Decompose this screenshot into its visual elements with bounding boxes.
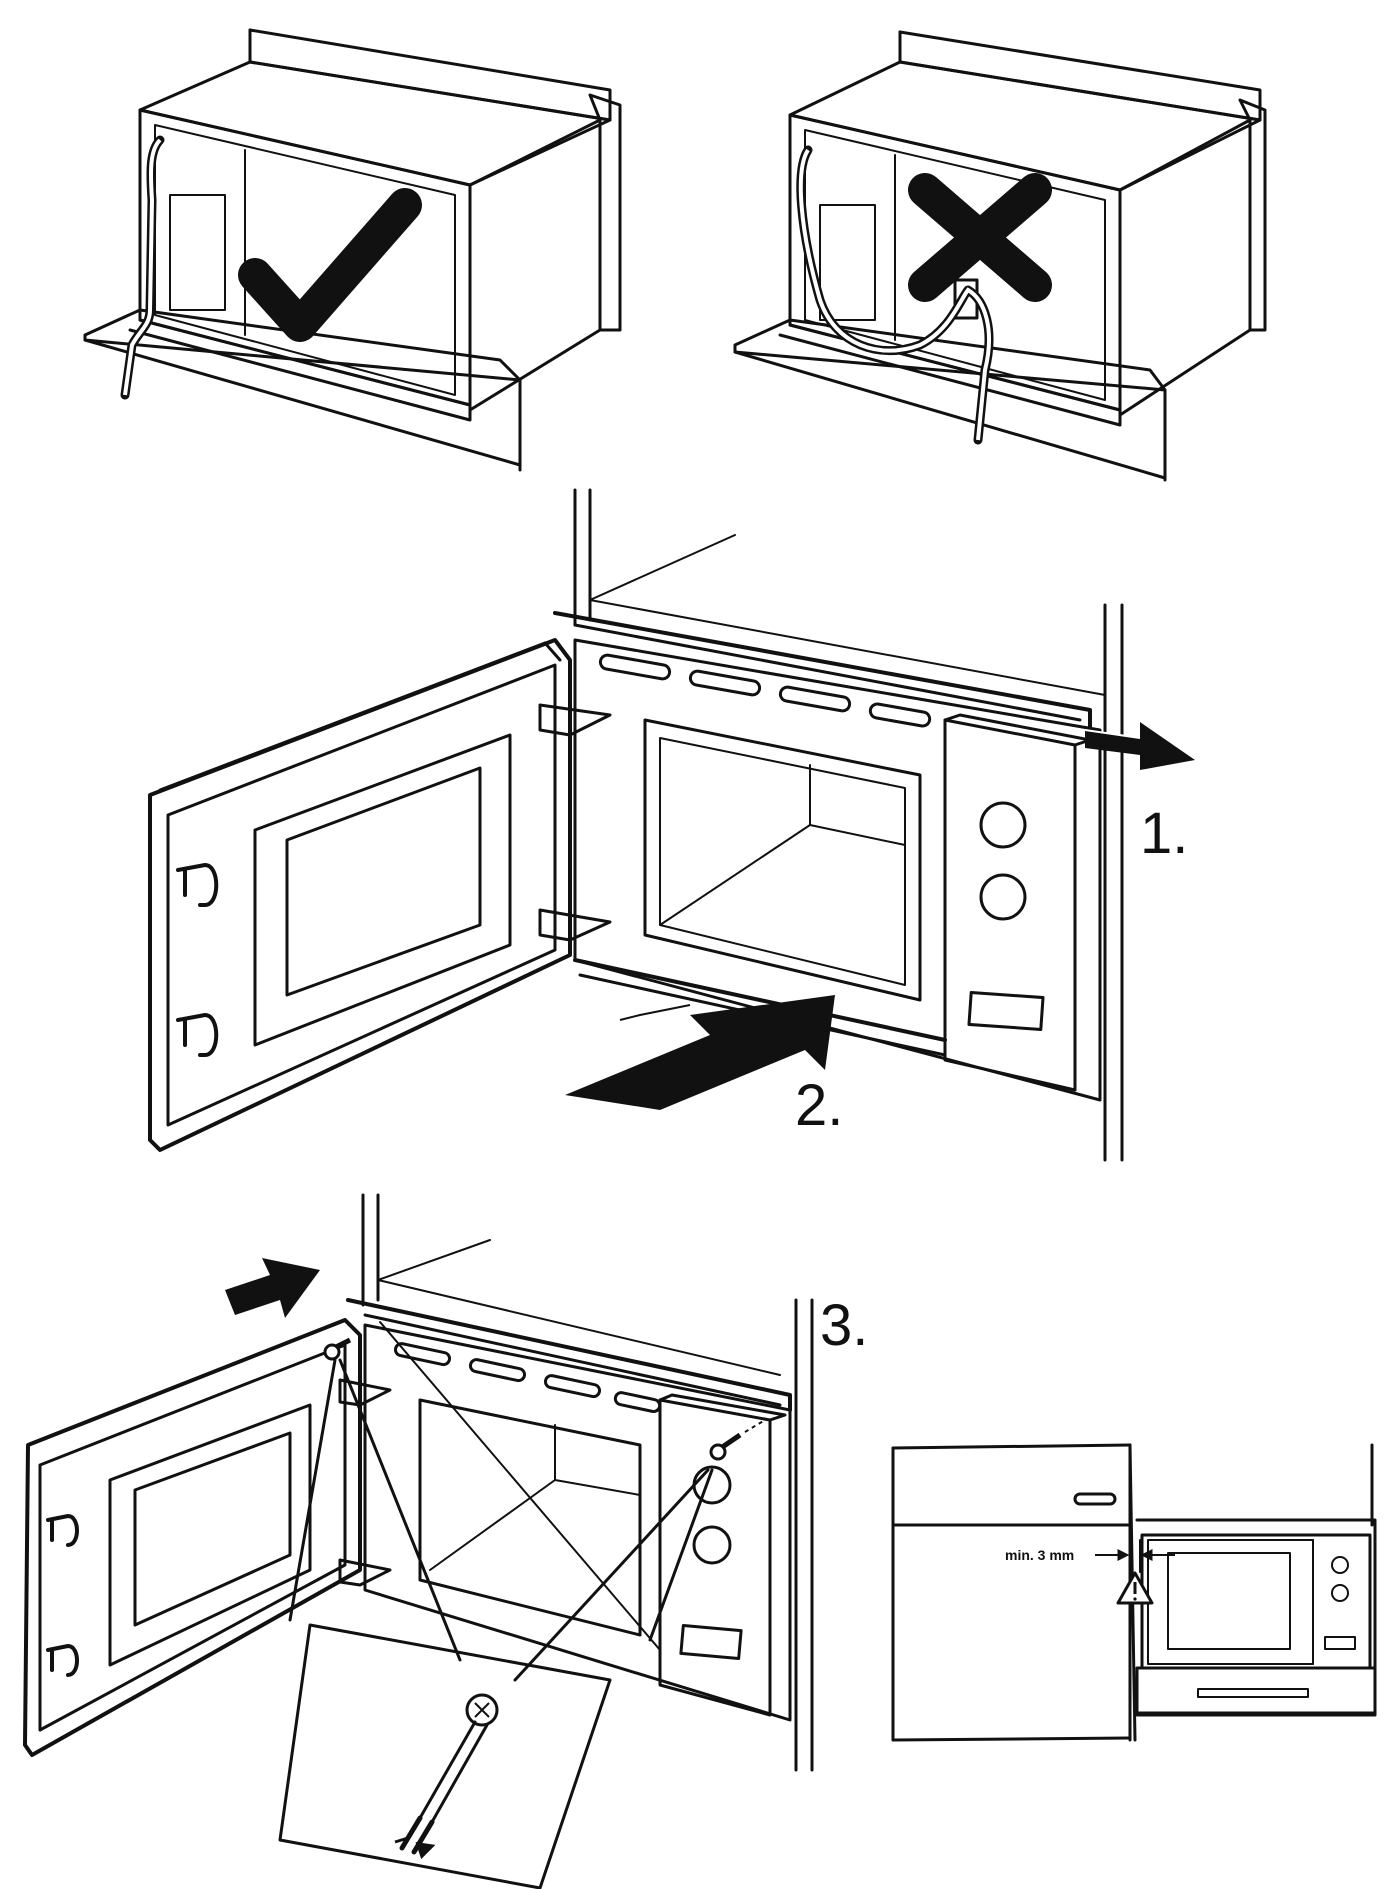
warning-triangle-icon [1116, 1571, 1154, 1605]
step-3-label: 3. [820, 1293, 868, 1358]
check-mark-icon [238, 188, 422, 342]
panel-incorrect-cable-routing [733, 30, 1267, 482]
screw-left-icon [323, 1337, 352, 1361]
panel-correct-cable-routing [83, 28, 622, 472]
cross-mark-icon [908, 173, 1052, 302]
arrow-step2-icon [565, 995, 835, 1110]
panel-clearance-detail: min. 3 mm [891, 1443, 1377, 1742]
screw-right-icon [709, 1419, 766, 1461]
panel-slide-in-steps: 1. 2. [148, 488, 1195, 1162]
step-1-label: 1. [1140, 801, 1188, 866]
clearance-label: min. 3 mm [1005, 1547, 1074, 1563]
step-2-label: 2. [795, 1073, 843, 1138]
panel-fix-screws-step: 3. [23, 1193, 868, 1889]
arrow-push-icon [225, 1258, 320, 1318]
